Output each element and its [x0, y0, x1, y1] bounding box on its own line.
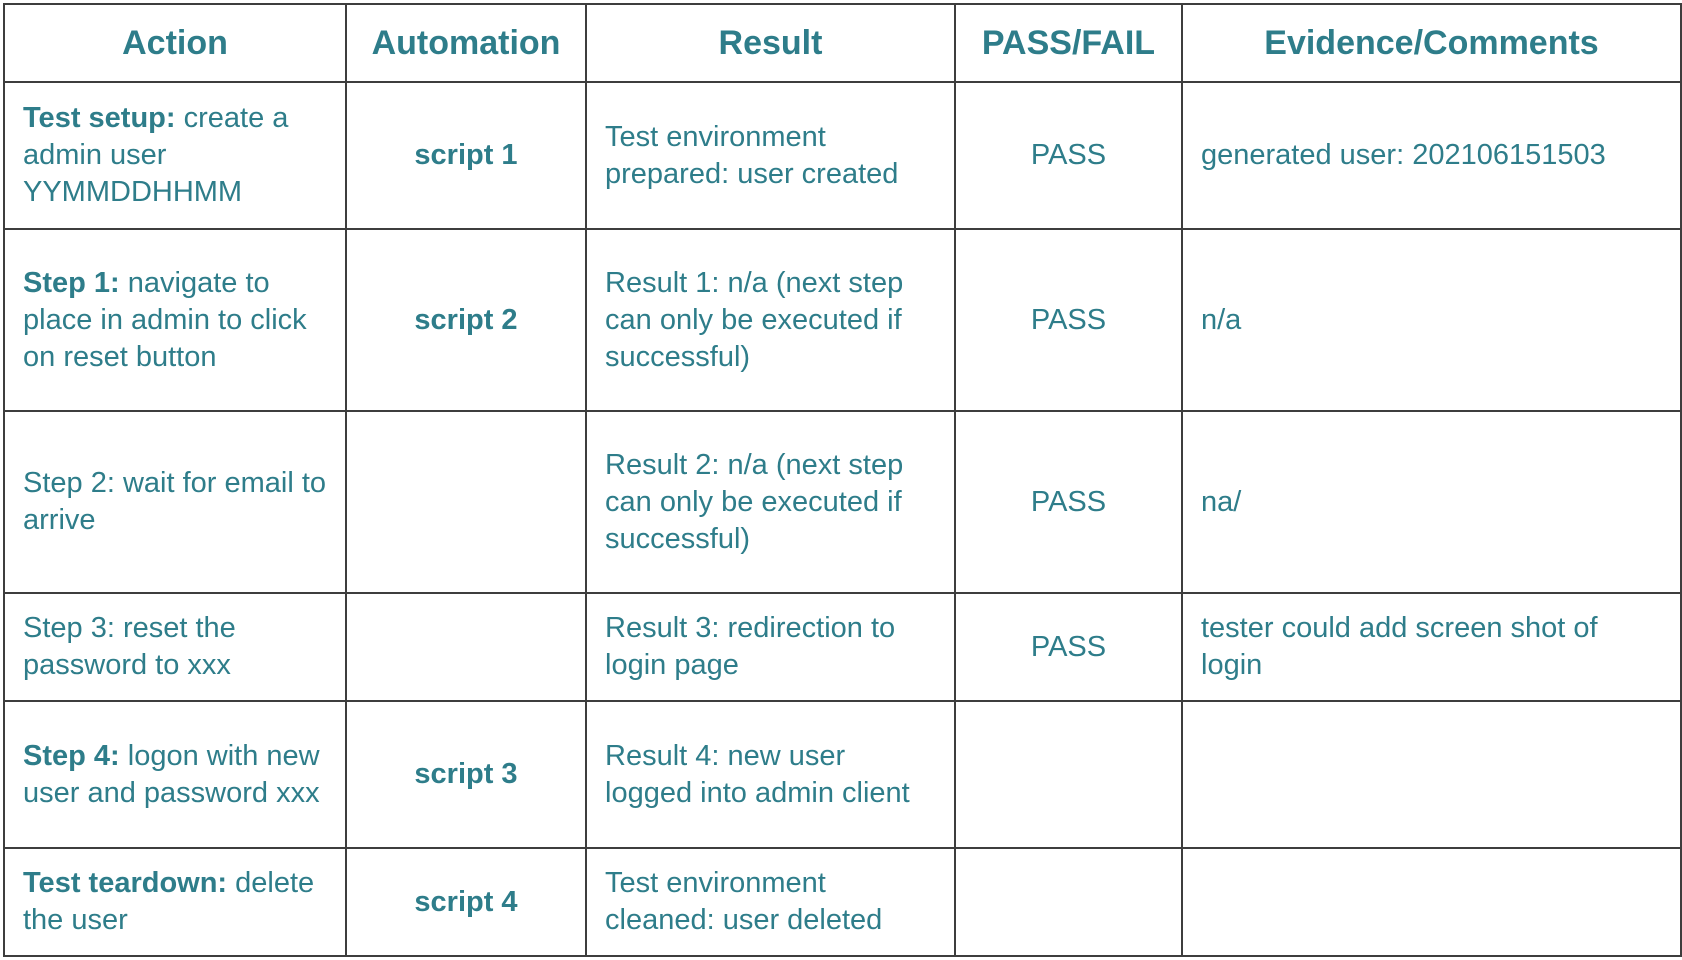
result-cell: Test environment prepared: user created — [585, 81, 956, 230]
evidence-cell: na/ — [1181, 410, 1682, 594]
status-cell — [954, 700, 1183, 849]
action-description: Step 3: reset the password to xxx — [23, 612, 236, 681]
table-row: Step 3: reset the password to xxx Result… — [3, 592, 1682, 702]
column-header-result: Result — [585, 3, 956, 83]
table-row: Step 4: logon with new user and password… — [3, 700, 1682, 849]
action-cell: Step 2: wait for email to arrive — [3, 410, 347, 594]
action-description: logon with new user and password xxx — [23, 739, 320, 809]
column-header-automation: Automation — [345, 3, 587, 83]
evidence-cell — [1181, 700, 1682, 849]
column-header-pass-fail: PASS/FAIL — [954, 3, 1183, 83]
status-cell: PASS — [954, 592, 1183, 702]
evidence-cell: generated user: 202106151503 — [1181, 81, 1682, 230]
table-header: Action Automation Result PASS/FAIL Evide… — [3, 3, 1682, 83]
evidence-cell: n/a — [1181, 228, 1682, 412]
status-cell — [954, 847, 1183, 957]
table-body: Test setup: create a admin user YYMMDDHH… — [3, 81, 1682, 957]
action-cell: Test teardown: delete the user — [3, 847, 347, 957]
test-case-table: Action Automation Result PASS/FAIL Evide… — [3, 3, 1682, 957]
action-step-label: Test setup: — [23, 102, 176, 134]
action-cell: Step 1: navigate to place in admin to cl… — [3, 228, 347, 412]
automation-cell: script 1 — [345, 81, 587, 230]
table-row: Step 2: wait for email to arrive Result … — [3, 410, 1682, 594]
action-cell: Step 3: reset the password to xxx — [3, 592, 347, 702]
result-cell: Test environment cleaned: user deleted — [585, 847, 956, 957]
table-row: Step 1: navigate to place in admin to cl… — [3, 228, 1682, 412]
result-cell: Result 1: n/a (next step can only be exe… — [585, 228, 956, 412]
result-cell: Result 2: n/a (next step can only be exe… — [585, 410, 956, 594]
action-step-label: Step 4: — [23, 739, 120, 772]
header-row: Action Automation Result PASS/FAIL Evide… — [3, 3, 1682, 83]
automation-cell: script 3 — [345, 700, 587, 849]
status-cell: PASS — [954, 81, 1183, 230]
table-row: Test setup: create a admin user YYMMDDHH… — [3, 81, 1682, 230]
action-cell: Step 4: logon with new user and password… — [3, 700, 347, 849]
automation-cell — [345, 592, 587, 702]
table-row: Test teardown: delete the user script 4 … — [3, 847, 1682, 957]
result-cell: Result 4: new user logged into admin cli… — [585, 700, 956, 849]
evidence-cell — [1181, 847, 1682, 957]
action-step-label: Test teardown: — [23, 867, 228, 899]
result-cell: Result 3: redirection to login page — [585, 592, 956, 702]
column-header-action: Action — [3, 3, 347, 83]
action-description: delete the user — [23, 867, 315, 936]
evidence-cell: tester could add screen shot of login — [1181, 592, 1682, 702]
action-description: Step 2: wait for email to arrive — [23, 467, 327, 536]
automation-cell: script 4 — [345, 847, 587, 957]
status-cell: PASS — [954, 410, 1183, 594]
action-step-label: Step 1: — [23, 266, 120, 299]
status-cell: PASS — [954, 228, 1183, 412]
action-description: navigate to place in admin to click on r… — [23, 266, 307, 373]
automation-cell — [345, 410, 587, 594]
action-cell: Test setup: create a admin user YYMMDDHH… — [3, 81, 347, 230]
column-header-evidence: Evidence/Comments — [1181, 3, 1682, 83]
action-description: create a admin user YYMMDDHHMM — [23, 102, 289, 208]
automation-cell: script 2 — [345, 228, 587, 412]
